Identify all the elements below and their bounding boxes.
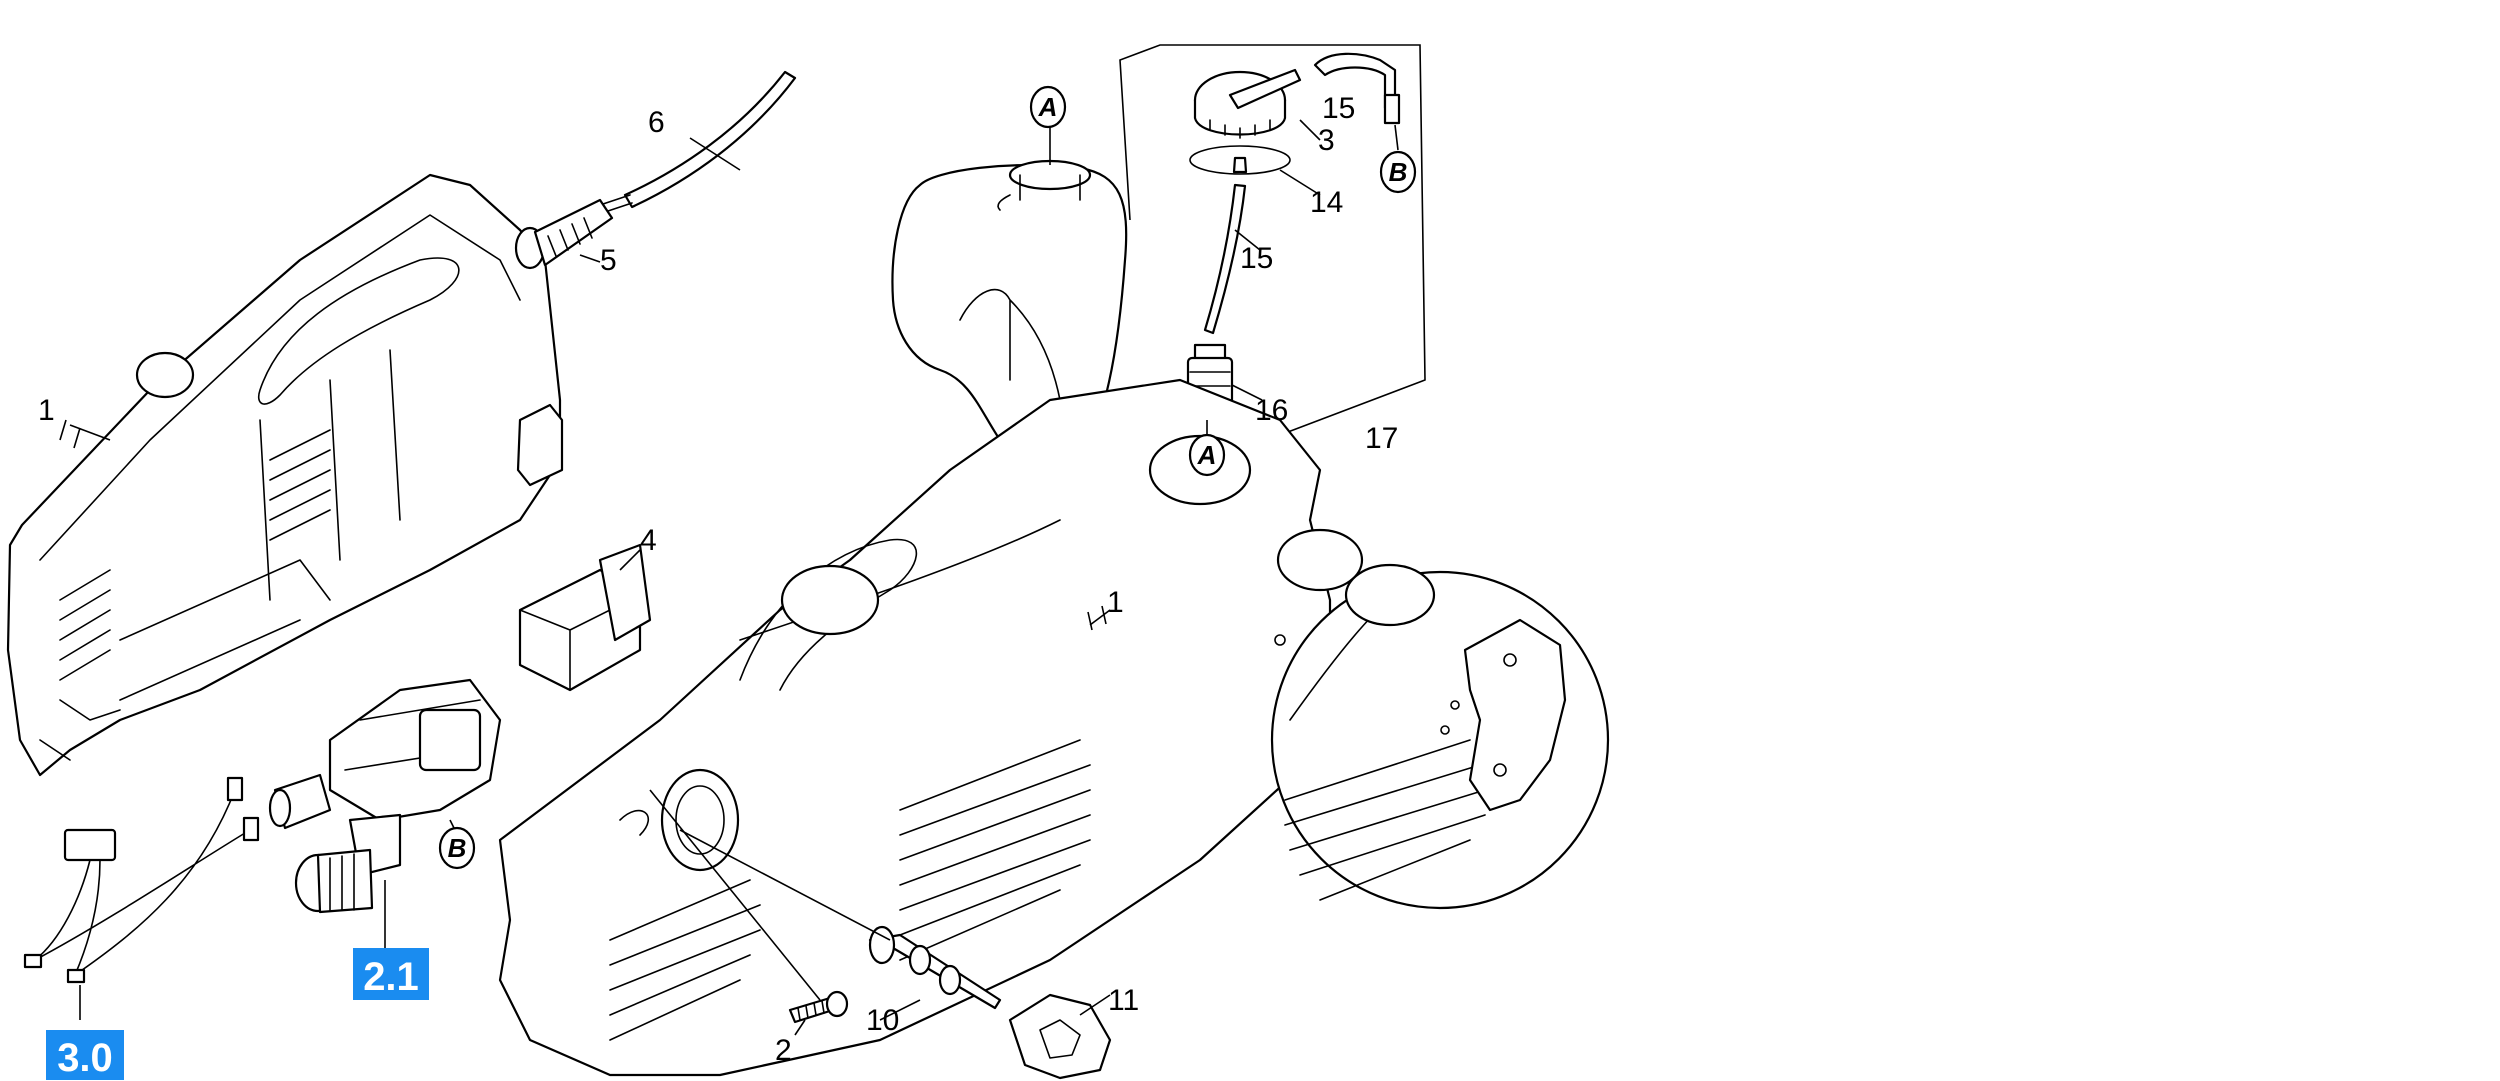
label-part-3: 3 — [1318, 124, 1335, 157]
screw — [788, 990, 849, 1024]
label-part-14: 14 — [1310, 186, 1343, 219]
assembly-ref-2-1[interactable]: 2.1 — [353, 948, 429, 1000]
assembly-ref-3-0-label: 3.0 — [57, 1036, 113, 1080]
ref-a-bottom: A — [1188, 433, 1226, 477]
right-housing-half — [498, 378, 1364, 1077]
o-ring — [1189, 145, 1291, 175]
label-part-15-top: 15 — [1322, 92, 1355, 125]
assembly-ref-3-0[interactable]: 3.0 — [46, 1030, 124, 1080]
label-part-11: 11 — [1108, 984, 1139, 1017]
part-number-labels: 1 1 2 3 4 5 6 10 11 14 15 15 16 17 — [38, 92, 1398, 1067]
solenoid-valve — [268, 678, 502, 914]
tank-cap — [1193, 68, 1302, 139]
power-cord — [599, 70, 797, 213]
label-part-15-mid: 15 — [1240, 242, 1273, 275]
switch-box — [518, 543, 652, 692]
label-part-5: 5 — [600, 244, 617, 277]
magnified-detail — [1270, 563, 1610, 910]
ref-b-top: B — [1379, 150, 1417, 194]
svg-text:B: B — [448, 833, 467, 863]
ref-b-valve: B — [438, 826, 476, 870]
svg-text:A: A — [1038, 92, 1058, 122]
label-part-2: 2 — [775, 1034, 792, 1067]
leader-lines — [59, 119, 1399, 1036]
control-shaft — [868, 925, 1002, 1010]
assembly-17-bracket — [1119, 44, 1426, 436]
ref-a-top: A — [1029, 85, 1067, 129]
label-part-4: 4 — [640, 524, 657, 557]
assembly-ref-2-1-label: 2.1 — [363, 955, 419, 999]
reference-marks: A A B B — [438, 85, 1417, 870]
hose-15-top — [1313, 52, 1401, 125]
label-part-16: 16 — [1255, 394, 1288, 427]
wiring-harness — [23, 776, 260, 984]
cable-strain-relief — [514, 198, 614, 270]
suction-hose — [1203, 183, 1247, 335]
svg-text:A: A — [1197, 440, 1217, 470]
control-knob — [1008, 993, 1112, 1080]
label-part-1-right: 1 — [1107, 586, 1124, 619]
label-part-10: 10 — [866, 1004, 899, 1037]
label-part-6: 6 — [648, 106, 665, 139]
label-part-17: 17 — [1365, 422, 1398, 455]
svg-text:B: B — [1389, 157, 1408, 187]
left-housing-half — [6, 173, 564, 777]
label-part-1-left: 1 — [38, 394, 55, 427]
